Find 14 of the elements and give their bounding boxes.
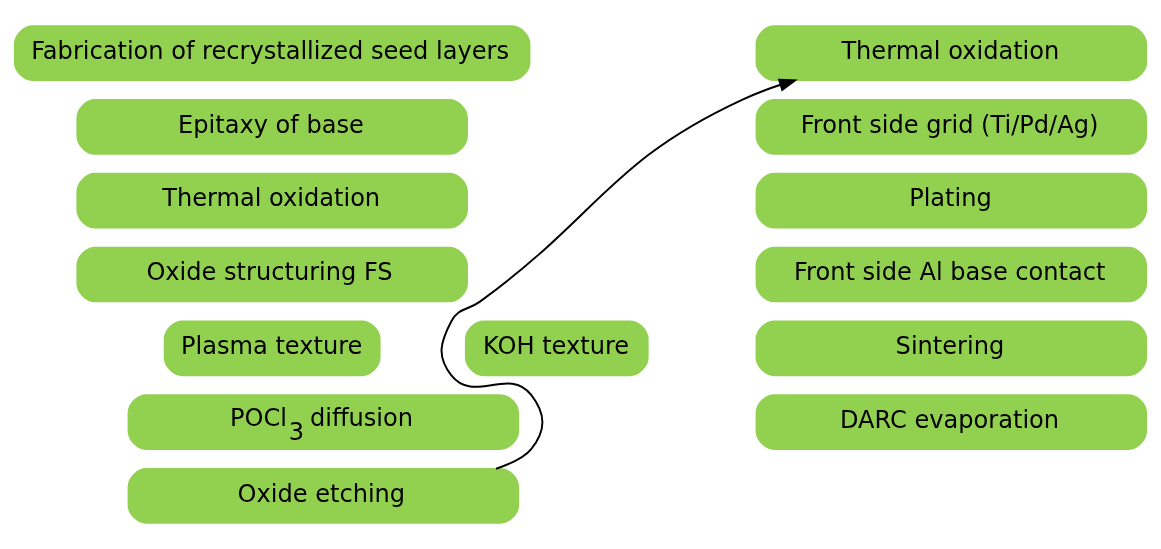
- node-box: Plating: [755, 172, 1148, 229]
- node-box: Sintering: [755, 320, 1148, 377]
- arrow: [440, 78, 798, 470]
- node-box: Plasma texture: [163, 320, 381, 377]
- node-box: Thermal oxidation: [76, 172, 468, 229]
- node-box: Fabrication of recrystallized seed layers: [13, 25, 531, 81]
- node-box: KOH texture: [464, 320, 649, 377]
- node-box: Oxide etching: [127, 468, 520, 524]
- node-box: Front side grid (Ti/Pd/Ag): [755, 99, 1148, 155]
- node-box: Front side Al base contact: [755, 246, 1148, 303]
- node-box: Oxide structuring FS: [76, 246, 468, 303]
- node-box: DARC evaporation: [755, 394, 1148, 450]
- node-box: Epitaxy of base: [76, 99, 468, 155]
- node-box: Thermal oxidation: [755, 25, 1148, 81]
